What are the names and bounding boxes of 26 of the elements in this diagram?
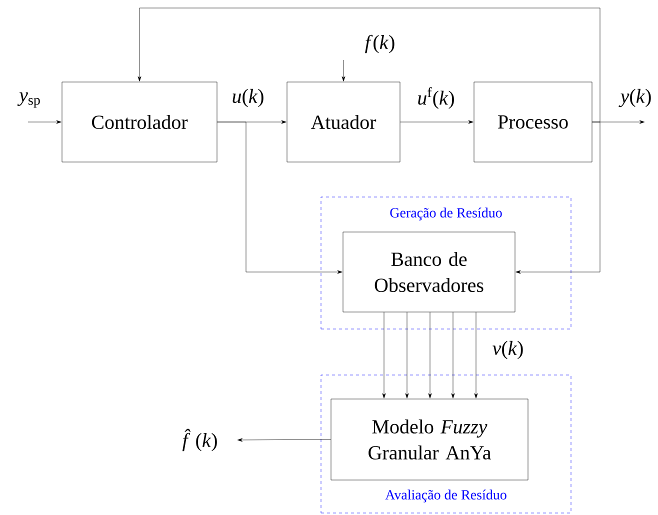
arrow	[382, 312, 386, 398]
process-box: Controlador	[62, 82, 218, 162]
arrow	[138, 8, 600, 122]
process-box: Banco de Observadores	[342, 232, 516, 312]
arrow	[405, 312, 409, 398]
arrow	[28, 120, 62, 124]
arrow	[217, 122, 342, 274]
arrow	[516, 122, 600, 274]
arrow	[451, 312, 455, 398]
process-box: Modelo Fuzzy Granular AnYa	[330, 398, 528, 480]
process-box: Atuador	[286, 82, 400, 162]
arrow	[428, 312, 432, 398]
arrow	[400, 120, 474, 124]
group-title: Avaliação de Resíduo	[385, 490, 506, 502]
edge-label: f(k)	[365, 34, 394, 54]
edge-label: y(k)	[618, 88, 651, 108]
arrow	[237, 438, 331, 442]
edge-label: u(k)	[232, 88, 264, 108]
edge-label: u$^{f}$(k)	[418, 87, 454, 109]
process-box: Processo	[474, 82, 592, 162]
edge-label: v(k)	[492, 340, 523, 360]
edge-label: f̂(k)	[182, 428, 217, 452]
edge-label: y$_{sp}$	[17, 92, 40, 108]
arrow	[342, 60, 346, 82]
arrow	[474, 312, 478, 398]
group-title: Geração de Resíduo	[390, 208, 502, 220]
